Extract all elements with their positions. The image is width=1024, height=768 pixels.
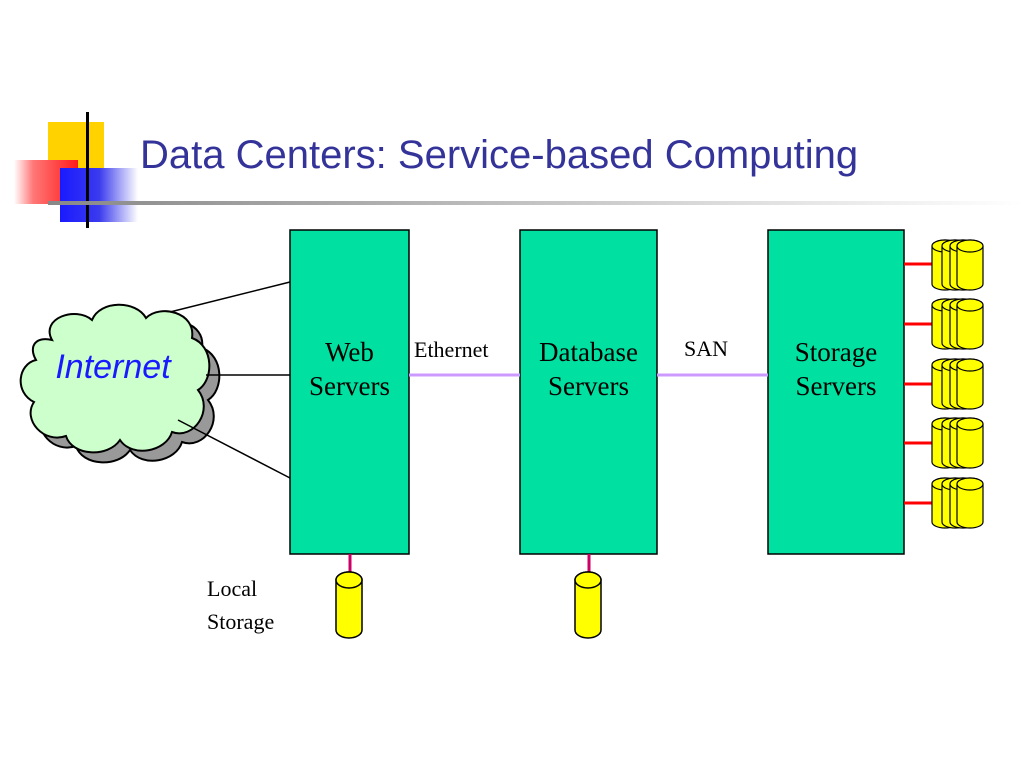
storage-array-5 [904, 477, 984, 529]
internet-link-bottom [177, 419, 291, 479]
database-servers-label-line1: Database [539, 337, 638, 367]
web-local-storage-disk [335, 571, 363, 639]
san-label: SAN [684, 336, 729, 361]
database-servers-label: Database Servers [520, 336, 657, 404]
storage-array-4 [904, 417, 984, 469]
internet-cloud [19, 303, 211, 454]
logo-vertical-line [86, 112, 89, 228]
local-storage-label: Local Storage [207, 572, 274, 638]
storage-servers-label-line1: Storage [794, 337, 878, 367]
web-servers-label-line1: Web [325, 337, 374, 367]
local-storage-label-line2: Storage [207, 609, 275, 634]
storage-array-2 [904, 298, 984, 350]
web-servers-box [289, 229, 410, 555]
slide-title: Data Centers: Service-based Computing [140, 133, 859, 177]
logo-blue-square [60, 168, 138, 222]
internet-link-top [169, 281, 291, 313]
storage-servers-label-line2: Servers [795, 370, 877, 401]
storage-array-1 [904, 239, 984, 291]
web-servers-label-line2: Servers [309, 370, 390, 401]
title-underline [48, 201, 1024, 205]
storage-array-3 [904, 358, 984, 410]
internet-label: Internet [55, 348, 171, 386]
storage-servers-box [767, 229, 905, 555]
db-local-storage-disk [574, 571, 602, 639]
slide-logo-decoration [0, 0, 140, 230]
database-servers-box [519, 229, 658, 555]
web-servers-label: Web Servers [290, 336, 409, 404]
ethernet-label: Ethernet [414, 337, 489, 362]
storage-servers-label: Storage Servers [768, 336, 904, 404]
database-servers-label-line2: Servers [548, 370, 629, 401]
local-storage-label-line1: Local [207, 576, 258, 601]
